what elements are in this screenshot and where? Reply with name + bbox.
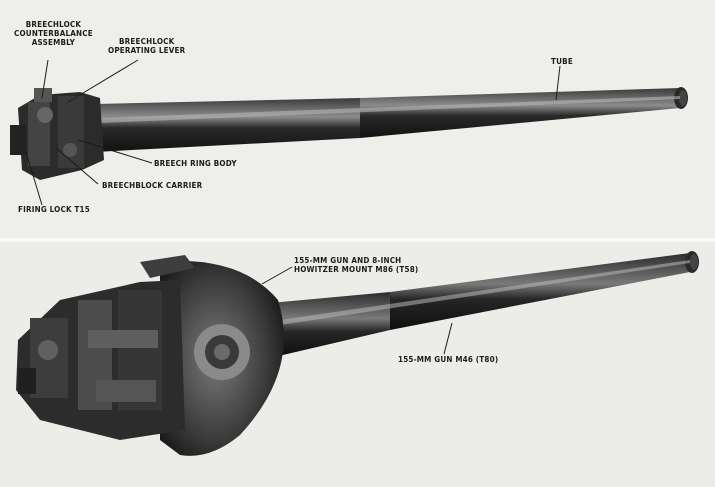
label-tube: TUBE <box>551 57 573 66</box>
top-gun-tube <box>95 87 688 152</box>
bottom-mount-shield <box>160 261 284 456</box>
top-breech-assembly <box>10 88 104 180</box>
label-breechblock-operating-lever: BREECHLOCK OPERATING LEVER <box>108 37 186 55</box>
label-gun-howitzer-mount: 155-MM GUN AND 8-INCH HOWITZER MOUNT M86… <box>294 256 419 274</box>
label-breech-ring-body: BREECH RING BODY <box>154 159 237 168</box>
label-155mm-gun-m46: 155-MM GUN M46 (T80) <box>398 355 499 364</box>
bottom-gun-tube <box>270 251 699 358</box>
label-breechblock-counterbalance-assembly: BREECHLOCK COUNTERBALANCE ASSEMBLY <box>14 20 93 47</box>
panel-divider <box>0 238 715 242</box>
bottom-breech-mechanism <box>16 255 195 440</box>
label-breechblock-carrier: BREECHBLOCK CARRIER <box>102 181 203 190</box>
label-firing-lock: FIRING LOCK T15 <box>18 205 90 214</box>
top-leader-lines <box>25 59 561 206</box>
bottom-leader-lines <box>261 266 453 355</box>
